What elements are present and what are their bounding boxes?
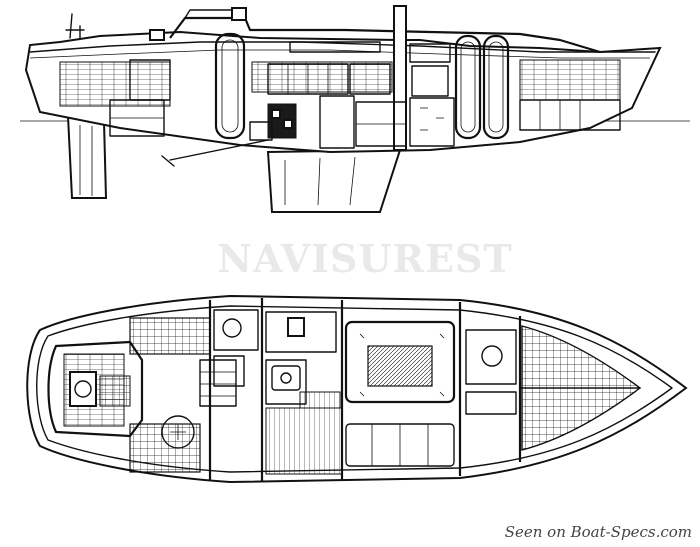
keel [266,148,402,213]
source-credit: Seen on Boat-Specs.com [504,523,692,541]
galley [265,311,337,405]
mast [393,5,407,151]
plan-view [26,294,688,484]
porthole [214,32,246,140]
porthole [454,34,482,140]
cabin-top [169,16,601,54]
engine [249,103,297,141]
cockpit [47,340,144,438]
porthole [482,34,510,140]
saloon-table [344,320,456,404]
profile-view [20,5,690,213]
rudder [66,114,108,199]
